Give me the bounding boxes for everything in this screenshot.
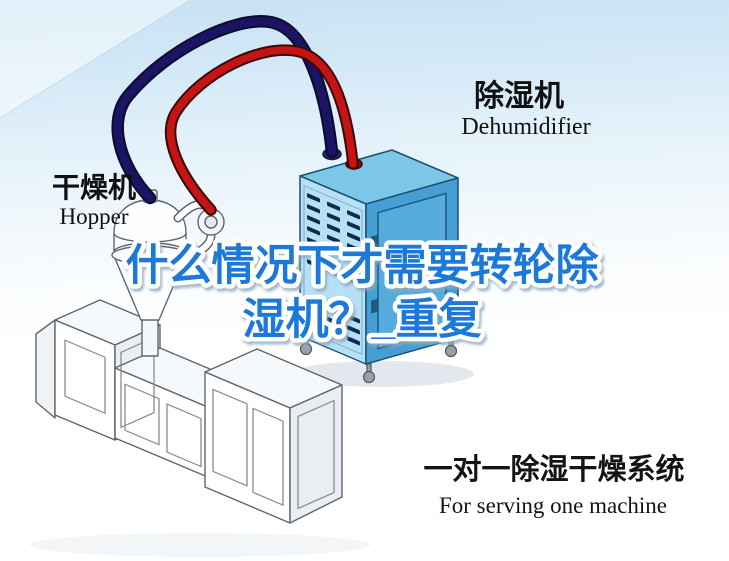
machine-panels (64, 336, 335, 510)
extruder-machine (35, 299, 343, 524)
hopper-dome (113, 199, 187, 243)
blue-hose (113, 17, 337, 203)
cabinet-side-face (289, 384, 343, 524)
corner-fold-line (0, 0, 191, 119)
dehumidifier-shadow (290, 361, 474, 387)
blower-hub (204, 215, 218, 229)
door-hinge-top (371, 234, 378, 250)
door-hinge-bottom (371, 298, 378, 314)
page-title-line2: 湿机？_重复 (243, 296, 482, 344)
dehumidifier-unit (299, 147, 459, 384)
dehumidifier-door (377, 192, 447, 350)
caption-en: For serving one machine (439, 493, 667, 518)
door-handle (436, 249, 441, 278)
page-title-line1: 什么情况下才需要转轮除 (126, 242, 600, 290)
dehumidifier-front-border (303, 185, 363, 355)
blower-down-pipe (189, 232, 214, 260)
machine-left-wedge (35, 319, 56, 419)
red-hose (167, 46, 357, 214)
caption-cn: 一对一除湿干燥系统 (423, 452, 684, 486)
hopper-throat (141, 317, 159, 357)
machine-shadow (30, 533, 370, 557)
page-title: 什么情况下才需要转轮除 湿机？_重复 (121, 238, 604, 349)
blue-return-hose (111, 15, 339, 205)
dehumidifier-label-en: Dehumidifier (461, 114, 590, 140)
red-supply-hose (165, 44, 359, 216)
caster-wheels (299, 335, 458, 384)
hopper-label-en: Hopper (60, 204, 129, 229)
hopper-unit (111, 189, 225, 357)
hopper-label-cn: 干燥机 (52, 172, 136, 203)
dehumidifier-label-cn: 除湿机 (474, 79, 564, 113)
